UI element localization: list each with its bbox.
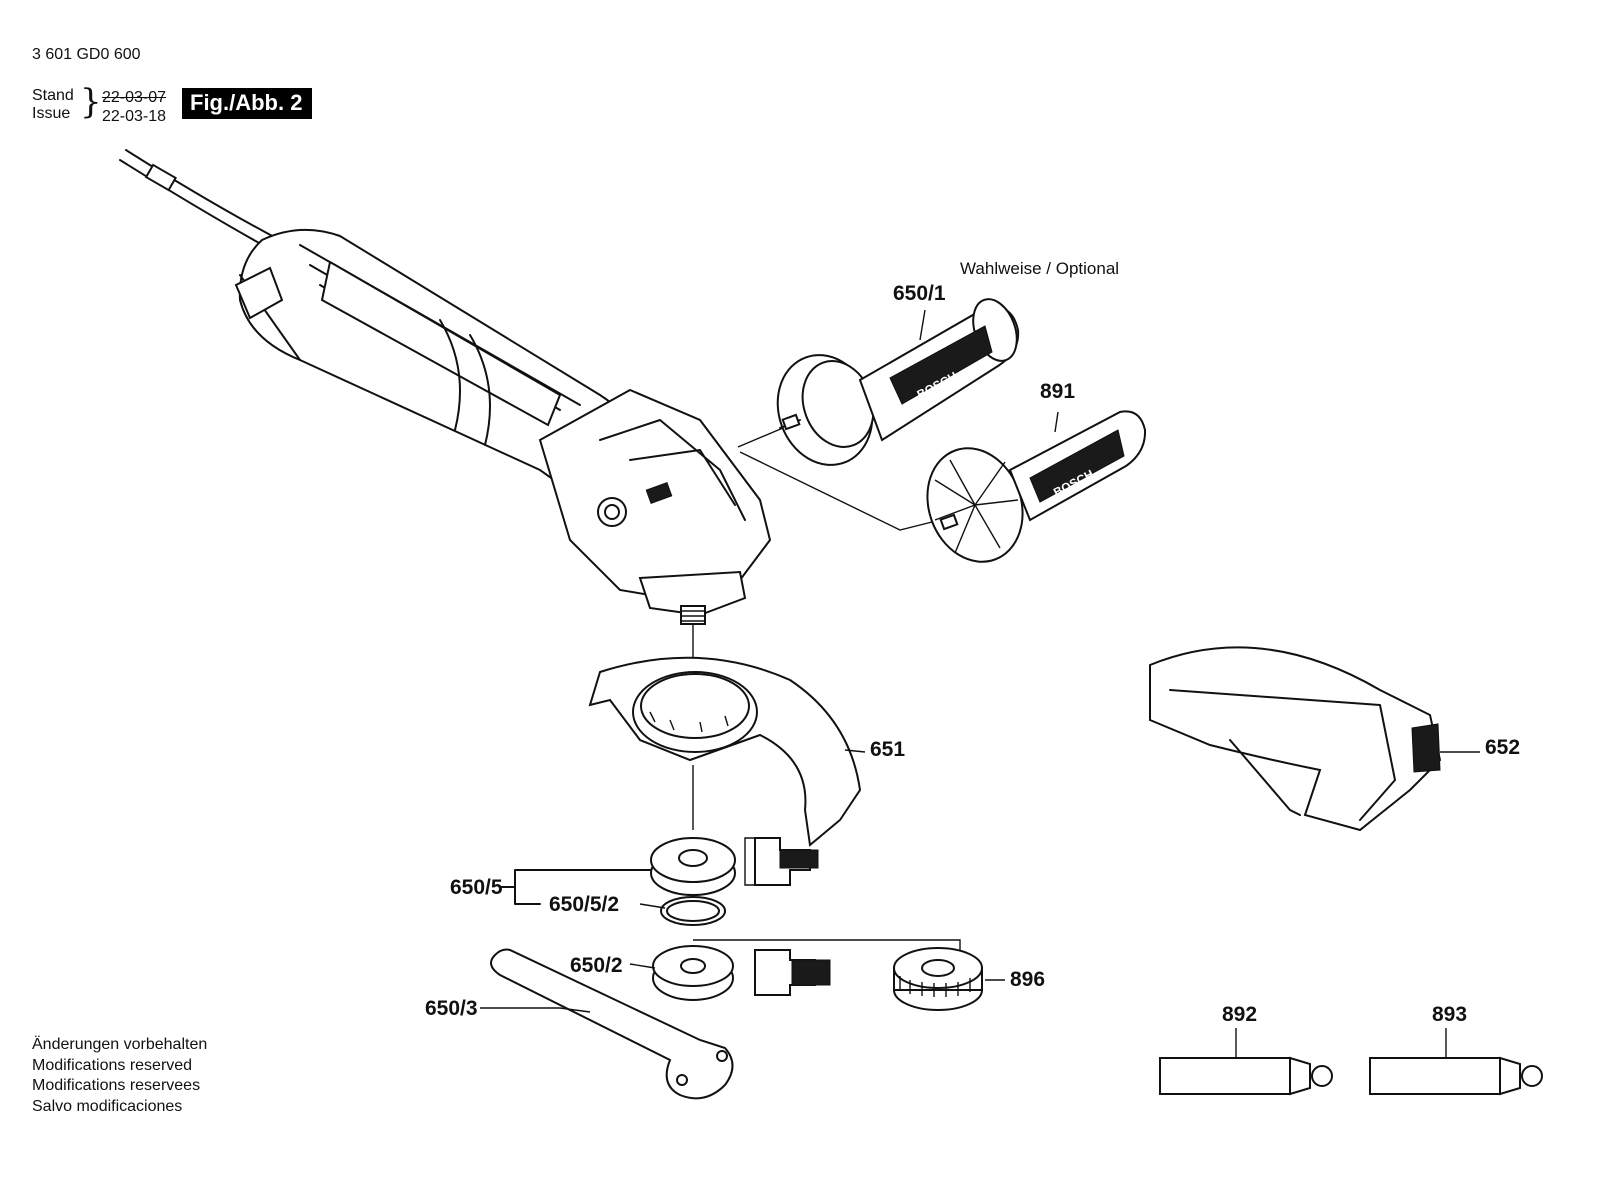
mounting-flange-650-5 <box>650 837 819 896</box>
footer-line-fr: Modifications reservees <box>32 1077 201 1094</box>
callout-650-3: 650/3 <box>425 997 478 1020</box>
grease-tube-892 <box>1159 1028 1333 1096</box>
brace-glyph: } <box>80 82 102 122</box>
protection-guard-651 <box>588 656 866 847</box>
callout-893: 893 <box>1432 1003 1468 1026</box>
stand-date: 22-03-07 <box>102 89 167 106</box>
callout-650-1: 650/1 <box>893 282 946 305</box>
callout-leaders <box>919 309 1059 433</box>
stand-issue-labels: Stand Issue <box>32 87 74 123</box>
o-ring-650-5-2 <box>660 896 726 926</box>
callout-bracket-650-5 <box>499 869 666 909</box>
revision-dates: 22-03-07 22-03-18 <box>102 88 166 126</box>
callout-896: 896 <box>1010 968 1046 991</box>
side-handle-891: BOSCH <box>926 410 1147 563</box>
footer-line-en: Modifications reserved <box>32 1056 193 1074</box>
callout-651: 651 <box>870 738 906 761</box>
callout-892: 892 <box>1222 1003 1258 1026</box>
footer-notice: Änderungen vorbehalten Modifications res… <box>32 1035 207 1117</box>
callout-652: 652 <box>1485 736 1521 759</box>
optional-accessories-note: Wahlweise / Optional <box>960 259 1120 278</box>
two-pin-spanner-650-3 <box>480 948 734 1100</box>
figure-label: Fig./Abb. 2 <box>182 88 313 119</box>
issue-label: Issue <box>32 105 71 122</box>
power-cord <box>119 149 277 249</box>
handle-leader-lines <box>737 424 941 531</box>
grease-tube-893 <box>1369 1028 1543 1096</box>
stand-label: Stand <box>32 87 74 104</box>
cutting-guard-652 <box>1149 646 1480 832</box>
callout-891: 891 <box>1040 380 1076 403</box>
clamping-flange-650-2 <box>629 939 961 1001</box>
issue-date: 22-03-18 <box>102 108 167 125</box>
callout-650-2: 650/2 <box>570 954 623 977</box>
quick-clamping-nut-896 <box>893 947 1005 1011</box>
side-handle-650-1: BOSCH <box>776 298 1020 466</box>
callout-650-5: 650/5 <box>450 876 503 899</box>
callout-650-5-2: 650/5/2 <box>549 893 620 916</box>
footer-line-de: Änderungen vorbehalten <box>32 1036 208 1053</box>
document-number: 3 601 GD0 600 <box>32 46 141 63</box>
footer-line-es: Salvo modificaciones <box>32 1097 183 1115</box>
angle-grinder-body <box>234 228 772 722</box>
